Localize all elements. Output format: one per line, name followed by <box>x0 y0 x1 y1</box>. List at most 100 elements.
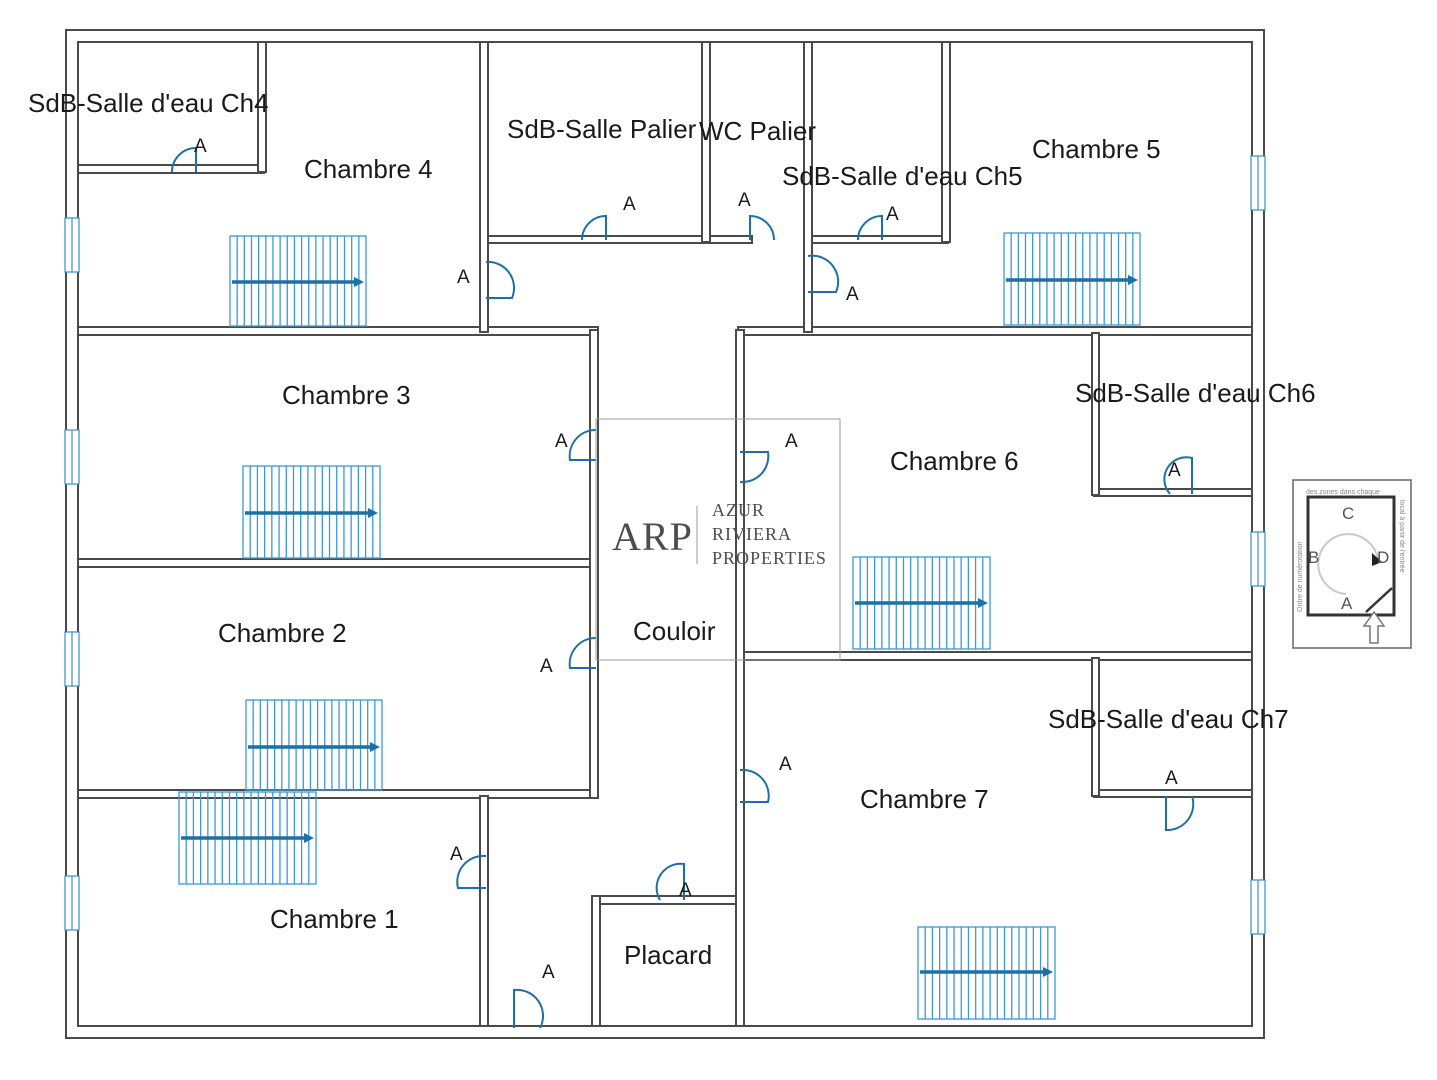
door-marker: A <box>1168 460 1181 481</box>
wall-ch4-right <box>479 41 489 333</box>
wall-sdb-palier-bottom <box>485 235 753 244</box>
door-marker: A <box>457 267 470 288</box>
legend-entry-arrow-icon <box>1362 610 1386 644</box>
arrow-head-icon <box>1043 967 1053 977</box>
legend-zone-c: C <box>1342 504 1354 523</box>
door-icon <box>1165 795 1195 832</box>
room-label-couloir: Couloir <box>633 616 716 646</box>
wall-sdb-ch6-bottom <box>1093 488 1253 497</box>
legend-arrow-head <box>1372 553 1382 566</box>
wall-sdb-ch7-left <box>1091 657 1100 797</box>
room-label-sdb-palier: SdB-Salle Palier <box>507 114 697 144</box>
legend-zone-d: D <box>1377 548 1389 567</box>
door-marker: A <box>1165 768 1178 789</box>
door-marker: A <box>738 190 751 211</box>
door-icon <box>581 214 607 241</box>
door-icon <box>739 768 770 803</box>
wall-sdb-ch4-bottom <box>77 164 265 174</box>
door-marker: A <box>194 136 207 157</box>
watermark-line-3: PROPERTIES <box>712 548 827 568</box>
bed-outline <box>1003 232 1141 326</box>
room-labels: SdB-Salle d'eau Ch4 Chambre 4 SdB-Salle … <box>28 88 1316 970</box>
door-icon <box>568 428 597 461</box>
door-marker: A <box>846 284 859 305</box>
door-marker: A <box>623 194 636 215</box>
wall-ch1-right <box>479 795 489 1027</box>
door-icon <box>456 854 487 889</box>
wall-wc-right <box>803 41 813 333</box>
watermark-line-2: RIVIERA <box>712 524 792 544</box>
arrow-head-icon <box>978 598 988 608</box>
legend-zone-a: A <box>1341 594 1353 613</box>
room-label-chambre-7: Chambre 7 <box>860 784 989 814</box>
door-icon <box>807 254 840 293</box>
door-icon <box>1163 456 1193 495</box>
bed-chambre-2 <box>245 699 383 791</box>
watermark-initials: ARP <box>612 514 693 559</box>
legend-room <box>1306 495 1396 617</box>
arrow-head-icon <box>370 742 380 752</box>
door-icon <box>857 214 883 241</box>
wall-placard-left <box>591 895 601 1027</box>
wall-sdb-ch5-right <box>941 41 951 243</box>
legend-zone-b: B <box>1308 548 1319 567</box>
wall-corridor-left <box>589 329 599 799</box>
bed-outline <box>242 465 381 559</box>
wall-sdb-palier-right <box>701 41 711 243</box>
watermark-logo: ARP AZUR RIVIERA PROPERTIES <box>595 418 841 661</box>
door-icon <box>513 988 545 1029</box>
room-label-sdb-ch7: SdB-Salle d'eau Ch7 <box>1048 704 1289 734</box>
door-icon <box>749 214 775 241</box>
legend-caption-top: des zones dans chaque <box>1306 489 1380 496</box>
room-label-sdb-ch5: SdB-Salle d'eau Ch5 <box>782 161 1023 191</box>
bed-outline <box>229 235 367 327</box>
arrow-head-icon <box>354 277 364 287</box>
room-label-chambre-5: Chambre 5 <box>1032 134 1161 164</box>
bed-chambre-3 <box>242 465 381 559</box>
door-icon <box>171 146 197 173</box>
outer-wall <box>65 29 1265 1039</box>
wall-sdb-ch5-bottom <box>809 235 949 244</box>
room-label-wc-palier: WC Palier <box>699 116 816 146</box>
room-label-sdb-ch4: SdB-Salle d'eau Ch4 <box>28 88 269 118</box>
wall-ch3-bottom <box>77 558 599 568</box>
arrow-head-icon <box>1128 275 1138 285</box>
room-label-chambre-6: Chambre 6 <box>890 446 1019 476</box>
zone-order-legend: des zones dans chaque Ordre de numérotat… <box>1292 479 1412 649</box>
legend-caption-right: local à partir de l'entrée <box>1398 500 1405 573</box>
wall-ch4-bottom <box>77 326 599 336</box>
door-marker: A <box>886 204 899 225</box>
door-marker: A <box>540 656 553 677</box>
wall-ch6-bottom <box>737 651 1253 661</box>
windows <box>64 155 1266 935</box>
room-label-chambre-4: Chambre 4 <box>304 154 433 184</box>
bed-chambre-5 <box>1003 232 1141 326</box>
wall-ch5-bottom <box>737 326 1253 336</box>
room-label-chambre-1: Chambre 1 <box>270 904 399 934</box>
bed-chambre-6 <box>852 556 991 650</box>
beds <box>178 232 1141 1020</box>
arrow-head-icon <box>368 508 378 518</box>
room-label-placard: Placard <box>624 940 712 970</box>
door-marker: A <box>450 844 463 865</box>
legend-rotation-arrow <box>1317 533 1379 595</box>
door-icon <box>485 260 515 299</box>
door-marker: A <box>542 962 555 983</box>
door-icon <box>568 636 597 669</box>
door-icon <box>739 451 770 484</box>
bed-chambre-4 <box>229 235 367 327</box>
wall-corridor-right <box>735 329 745 1027</box>
wall-sdb-ch6-left <box>1091 332 1100 496</box>
room-label-chambre-3: Chambre 3 <box>282 380 411 410</box>
door-markers: A A A A A A A A A A A A A A A <box>194 136 1181 983</box>
legend-caption-left: Ordre de numérotation <box>1297 541 1304 612</box>
bed-outline <box>917 926 1056 1020</box>
legend-door-leaf <box>1365 587 1393 613</box>
bed-chambre-1 <box>178 791 317 885</box>
bed-outline <box>178 791 317 885</box>
room-label-chambre-2: Chambre 2 <box>218 618 347 648</box>
door-marker: A <box>785 431 798 452</box>
door-icon <box>655 862 685 901</box>
room-label-sdb-ch6: SdB-Salle d'eau Ch6 <box>1075 378 1316 408</box>
